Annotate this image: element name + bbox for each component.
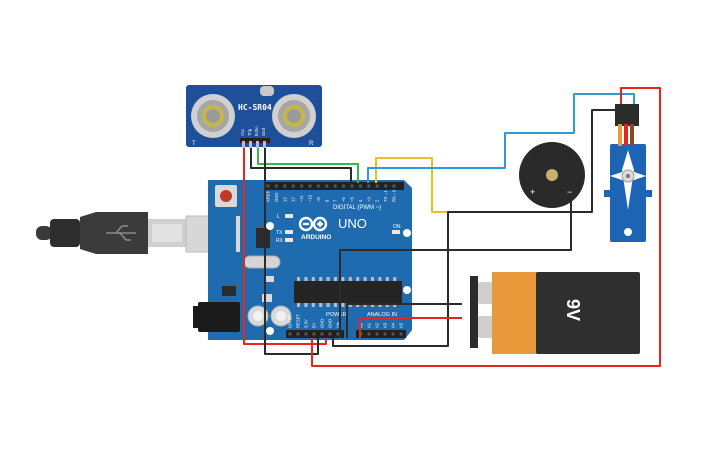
crystal xyxy=(260,86,274,96)
buzzer-plus-label: + xyxy=(530,187,535,197)
mounting-hole xyxy=(266,327,274,335)
analog-header xyxy=(356,330,406,338)
digital-pin-label: 8 xyxy=(324,199,329,202)
power-pin-label: RESET xyxy=(296,314,301,328)
power-pin-label: 3.3V xyxy=(304,319,309,328)
digital-header-label: DIGITAL (PWM ~) xyxy=(333,205,381,211)
battery-voltage-label: 9V xyxy=(563,299,583,321)
mounting-hole xyxy=(403,229,411,237)
on-led-label: ON xyxy=(393,224,401,230)
mounting-hole xyxy=(403,286,411,294)
digital-pin-label: GND xyxy=(274,193,279,202)
power-pin-label: GND xyxy=(328,319,333,328)
wire-battery-red xyxy=(359,317,462,338)
rx-led-label: RX xyxy=(276,238,284,244)
wire-vcc xyxy=(243,148,327,345)
receiver-mark: R xyxy=(309,141,314,147)
digital-pin-label: RX←0 xyxy=(392,189,397,202)
power-pin-label: GND xyxy=(320,319,325,328)
arduino-brand-label: ARDUINO xyxy=(301,234,331,241)
micro-servo xyxy=(604,104,652,242)
analog-pin-label: A2 xyxy=(375,322,380,328)
digital-pin-label: 7 xyxy=(333,199,338,202)
wire-buzzer-black xyxy=(339,200,572,338)
battery-9v: 9V xyxy=(470,272,640,354)
digital-pin-label: ~3 xyxy=(366,197,371,202)
wire-gnd xyxy=(264,148,319,355)
wire-trig xyxy=(250,148,352,183)
sensor-pin-label: Vcc xyxy=(240,129,245,136)
power-pin-label: Vin xyxy=(336,321,341,328)
sensor-pin-label: Echo xyxy=(254,126,259,136)
tx-led-label: TX xyxy=(276,230,283,236)
analog-pin-label: A1 xyxy=(367,322,372,328)
piezo-buzzer: + − xyxy=(519,142,585,208)
analog-pin-label: A5 xyxy=(399,322,404,328)
digital-pin-label: AREF xyxy=(266,190,271,202)
analog-pin-label: A4 xyxy=(391,322,396,328)
analog-header-label: ANALOG IN xyxy=(367,312,397,318)
arduino-model-label: UNO xyxy=(338,216,367,231)
digital-pin-label: ~9 xyxy=(316,197,321,202)
digital-pin-label: ~10 xyxy=(308,194,313,202)
sensor-pin-label: Trig xyxy=(247,128,252,136)
usb-cable xyxy=(36,212,237,254)
digital-pin-label: ~11 xyxy=(299,195,304,202)
wire-servo-signal xyxy=(367,93,635,183)
digital-pin-label: 2 xyxy=(375,199,380,202)
l-led-label: L xyxy=(277,214,280,220)
power-pin-label: IOREF xyxy=(288,315,293,328)
mounting-hole xyxy=(266,222,274,230)
atmega-chip xyxy=(294,281,402,303)
reset-button xyxy=(220,190,232,202)
transmitter-mark: T xyxy=(192,141,196,147)
wire-echo xyxy=(257,148,359,183)
servo-connector xyxy=(615,104,639,126)
buzzer-minus-label: − xyxy=(567,187,572,197)
power-pin-label: 5V xyxy=(312,323,317,328)
usb-icon xyxy=(106,225,136,241)
power-jack xyxy=(198,302,240,332)
digital-pin-label: 12 xyxy=(291,197,296,202)
digital-pin-label: 13 xyxy=(282,197,287,202)
digital-pin-label: ~5 xyxy=(350,197,355,202)
sensor-pin-label: Gnd xyxy=(261,127,266,136)
wire-battery-black xyxy=(346,303,462,338)
wire-servo-power xyxy=(311,87,661,367)
digital-pin-label: ~6 xyxy=(341,197,346,202)
analog-pin-label: A3 xyxy=(383,322,388,328)
servo-horn-icon xyxy=(610,150,646,210)
digital-pin-label: TX→1 xyxy=(383,189,388,202)
power-header-label: POWER xyxy=(326,312,347,318)
arduino-uno-board: L TX RX ON ARDUINO UNO DIGITAL (PWM ~) P… xyxy=(193,180,412,340)
sensor-model-label: HC-SR04 xyxy=(238,103,272,112)
arduino-logo-icon xyxy=(298,216,328,232)
digital-pin-label: 4 xyxy=(358,199,363,202)
